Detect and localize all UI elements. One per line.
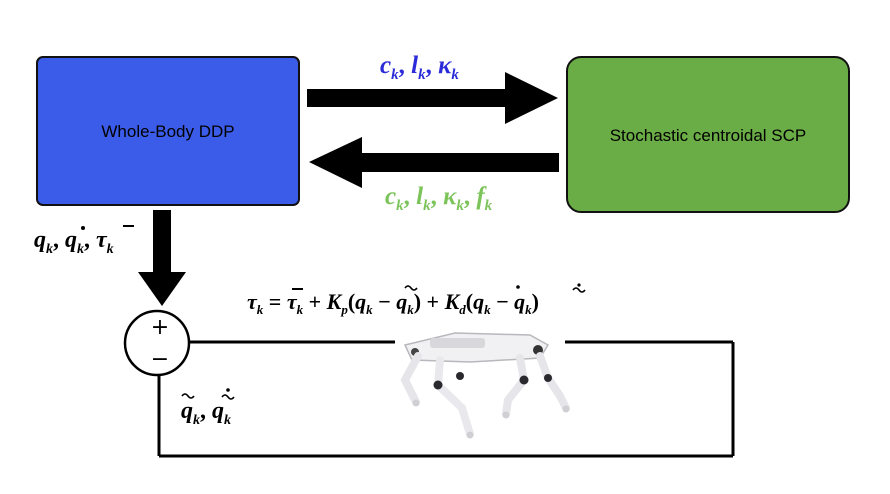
bar-accent [123, 225, 134, 227]
tilde-accent [572, 287, 586, 293]
tilde-accent [181, 393, 195, 399]
arrow-head [138, 272, 186, 306]
dot-accent [577, 283, 581, 287]
minus-sign: − [151, 347, 169, 372]
robot-knee-joint [433, 380, 443, 390]
robot-knee-joint [519, 375, 529, 385]
arrow-ddp-to-junction [138, 210, 186, 306]
svg-text:qk, qk, τk: qk, qk, τk [34, 227, 114, 257]
whole-body-ddp-block: Whole-Body DDP [36, 56, 300, 206]
arrow-shaft [356, 153, 559, 172]
scp-label: Stochastic centroidal SCP [610, 126, 807, 145]
dot-accent [226, 388, 230, 392]
tilde-accent [221, 394, 235, 400]
dot-accent [81, 226, 85, 230]
robot-leg-rear-right [536, 352, 570, 412]
dot-accent [516, 285, 520, 289]
arrow-head [505, 72, 558, 124]
robot-foot [502, 411, 510, 419]
robot-top-plate [430, 338, 485, 348]
arrow-scp-to-ddp [309, 137, 559, 188]
quadruped-robot-image [395, 330, 570, 442]
control-law-equation: τk = τk + Kp(qk − qk) + Kd(qk − qk) [247, 283, 586, 317]
svg-text:qk, qk: qk, qk [181, 398, 231, 428]
robot-knee-joint [456, 372, 464, 380]
arrow-ddp-to-scp [307, 72, 558, 124]
arrow-shaft [307, 89, 512, 107]
robot-foot [466, 431, 474, 439]
ddp-box [36, 56, 300, 206]
ddp-label: Whole-Body DDP [101, 122, 234, 141]
scp-block: Stochastic centroidal SCP [566, 56, 850, 213]
bar-accent [292, 288, 303, 290]
plus-sign: + [151, 315, 169, 340]
robot-leg-front-right [433, 356, 474, 438]
svg-text:τk = τk + Kp(qk − qk) + Kd(qk: τk = τk + Kp(qk − qk) + Kd(qk − qk) [247, 289, 539, 317]
arrow-shaft [153, 210, 171, 278]
tilde-accent [404, 285, 418, 291]
summing-junction: + − [123, 309, 191, 377]
robot-leg-rear-left [502, 354, 529, 418]
robot-leg-front-left [400, 352, 422, 406]
robot-knee-joint [544, 374, 552, 382]
feedback-label: qk, qk [181, 388, 235, 428]
bottom-arrow-label: ck, lk, κk, fk [385, 183, 493, 214]
robot-foot [412, 399, 420, 407]
scp-box [566, 56, 850, 213]
arrow-head [309, 137, 362, 188]
top-arrow-label: ck, lk, κk [380, 52, 459, 83]
robot-foot [562, 405, 570, 413]
ddp-output-label: qk, qk, τk [34, 225, 134, 257]
